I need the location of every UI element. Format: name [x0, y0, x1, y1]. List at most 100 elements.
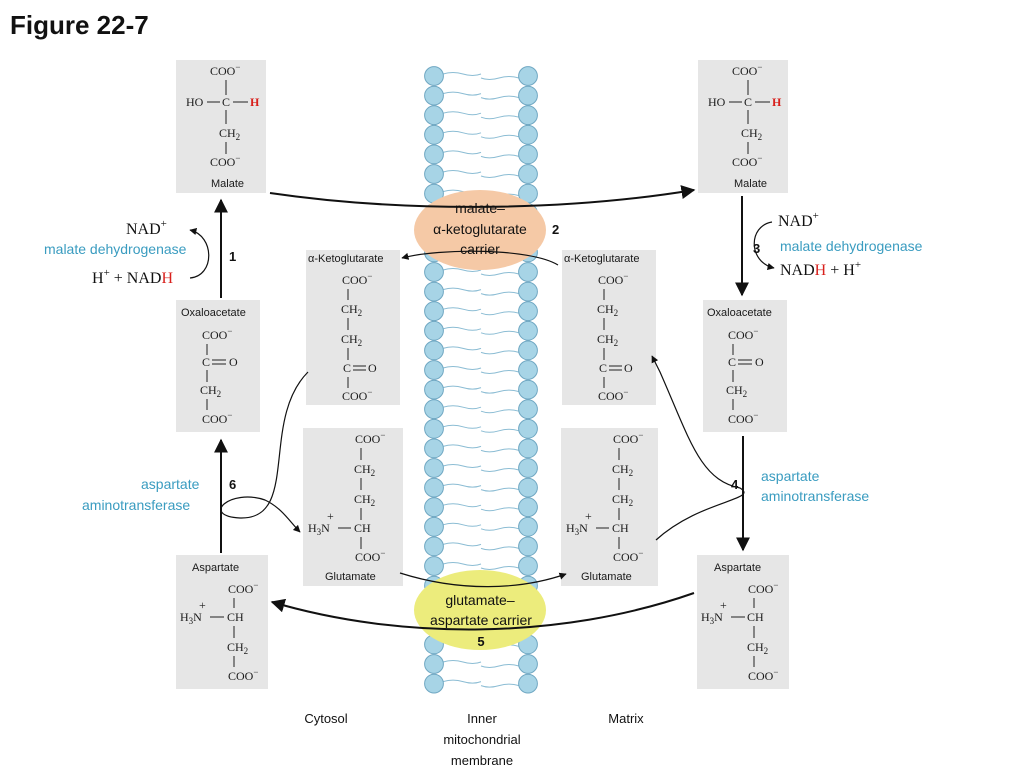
lipid-head: [518, 262, 538, 282]
svg-text:CH2: CH2: [726, 383, 747, 399]
lipid-head: [424, 399, 444, 420]
lipid-tail: [442, 111, 482, 116]
lipid-tail: [442, 150, 482, 155]
svg-text:H3N: H3N: [308, 521, 330, 537]
lipid-head: [518, 164, 538, 184]
lipid-tail: [442, 522, 482, 527]
left-h-plus-nadh: H+ + NADH: [92, 267, 173, 287]
lipid-tail: [442, 268, 482, 272]
malate-transport-arrow: [269, 185, 696, 208]
lipid-head: [424, 340, 444, 361]
step3-cofactor-arrow: [753, 221, 775, 271]
svg-text:CH2: CH2: [612, 492, 633, 508]
lipid-tail: [480, 487, 520, 492]
svg-text:C: C: [744, 95, 752, 109]
svg-text:+: +: [720, 598, 727, 612]
svg-text:COO−: COO−: [228, 667, 258, 683]
lipid-head: [424, 556, 444, 576]
lipid-tail: [442, 307, 482, 312]
lipid-tail: [480, 526, 520, 531]
svg-text:COO−: COO−: [748, 580, 778, 596]
svg-text:H: H: [250, 95, 260, 109]
right-malate-dehydrogenase: malate dehydrogenase: [780, 238, 923, 254]
akg-cytosol: α-Ketoglutarate COO− CH2 CH2 C O COO−: [306, 250, 400, 405]
lipid-head: [518, 497, 538, 518]
glutamate-matrix: COO− CH2 CH2 H3N + CH COO− Glutamate: [561, 428, 658, 586]
svg-text:α-Ketoglutarate: α-Ketoglutarate: [564, 253, 639, 265]
svg-text:CH2: CH2: [597, 302, 618, 318]
lipid-head: [424, 438, 444, 459]
lipid-tail: [442, 424, 482, 429]
svg-text:O: O: [229, 355, 238, 369]
svg-text:CH2: CH2: [354, 462, 375, 478]
svg-text:COO−: COO−: [210, 62, 240, 78]
svg-text:CH2: CH2: [747, 640, 768, 656]
lipid-head: [424, 262, 444, 282]
lipid-tail: [480, 507, 520, 512]
step6-loop-arrow: [220, 371, 309, 533]
svg-text:COO−: COO−: [613, 548, 643, 564]
lipid-head: [518, 85, 538, 106]
svg-text:α-Ketoglutarate: α-Ketoglutarate: [308, 253, 383, 265]
step6-number: 6: [229, 477, 236, 492]
svg-text:C: C: [222, 95, 230, 109]
lipid-tail: [480, 272, 520, 276]
cytosol-label: Cytosol: [304, 711, 347, 726]
akg-transport-arrow: [401, 250, 559, 266]
lipid-tail: [480, 409, 520, 414]
left-aspartate-line1: aspartate: [141, 476, 200, 492]
membrane-label-line1: Inner: [467, 711, 497, 726]
lipid-head: [518, 673, 538, 694]
svg-text:COO−: COO−: [355, 548, 385, 564]
carrier1-line2: α-ketoglutarate: [433, 221, 527, 237]
carrier1-line1: malate–: [455, 200, 505, 216]
akg-matrix: α-Ketoglutarate COO− CH2 CH2 C O COO−: [562, 250, 656, 405]
lipid-head: [518, 458, 538, 478]
left-nad-plus: NAD+: [126, 218, 167, 238]
lipid-tail: [442, 503, 482, 508]
lipid-tail: [480, 174, 520, 178]
lipid-tail: [442, 366, 482, 370]
lipid-head: [424, 85, 444, 106]
svg-text:COO−: COO−: [748, 667, 778, 683]
svg-text:COO−: COO−: [728, 410, 758, 426]
lipid-tail: [480, 448, 520, 453]
svg-text:CH: CH: [747, 610, 764, 624]
svg-text:Malate: Malate: [734, 178, 767, 190]
right-nadh-h-plus: NADH + H+: [780, 259, 861, 279]
lipid-head: [424, 497, 444, 518]
lipid-tail: [480, 428, 520, 433]
svg-text:COO−: COO−: [728, 326, 758, 342]
lipid-tail: [480, 683, 520, 688]
lipid-tail: [480, 664, 520, 668]
svg-text:CH: CH: [612, 521, 629, 535]
oxaloacetate-cytosol: Oxaloacetate COO− C O CH2 COO−: [176, 300, 260, 432]
lipid-tail: [442, 287, 482, 292]
carrier2-line1: glutamate–: [445, 592, 514, 608]
lipid-head: [518, 536, 538, 557]
svg-text:C: C: [343, 361, 351, 375]
figure-title: Figure 22-7: [10, 10, 149, 40]
svg-text:COO−: COO−: [342, 271, 372, 287]
lipid-head: [518, 418, 538, 439]
lipid-tail: [480, 311, 520, 316]
svg-text:COO−: COO−: [613, 430, 643, 446]
lipid-tail: [480, 115, 520, 120]
svg-text:Glutamate: Glutamate: [581, 571, 632, 583]
lipid-head: [518, 360, 538, 380]
svg-text:CH2: CH2: [227, 640, 248, 656]
right-aminotransferase-line2: aminotransferase: [761, 488, 869, 504]
left-malate-dehydrogenase: malate dehydrogenase: [44, 241, 187, 257]
oxaloacetate-matrix: Oxaloacetate COO− C O CH2 COO−: [703, 300, 787, 432]
svg-text:COO−: COO−: [732, 153, 762, 169]
lipid-head: [518, 301, 538, 322]
svg-text:Malate: Malate: [211, 178, 244, 190]
lipid-tail: [480, 154, 520, 159]
svg-text:Oxaloacetate: Oxaloacetate: [181, 307, 246, 319]
lipid-tail: [480, 566, 520, 570]
svg-text:C: C: [728, 355, 736, 369]
svg-text:HO: HO: [186, 95, 204, 109]
aspartate-transport-arrow: [270, 592, 695, 631]
lipid-tail: [480, 76, 520, 80]
lipid-tail: [480, 291, 520, 296]
